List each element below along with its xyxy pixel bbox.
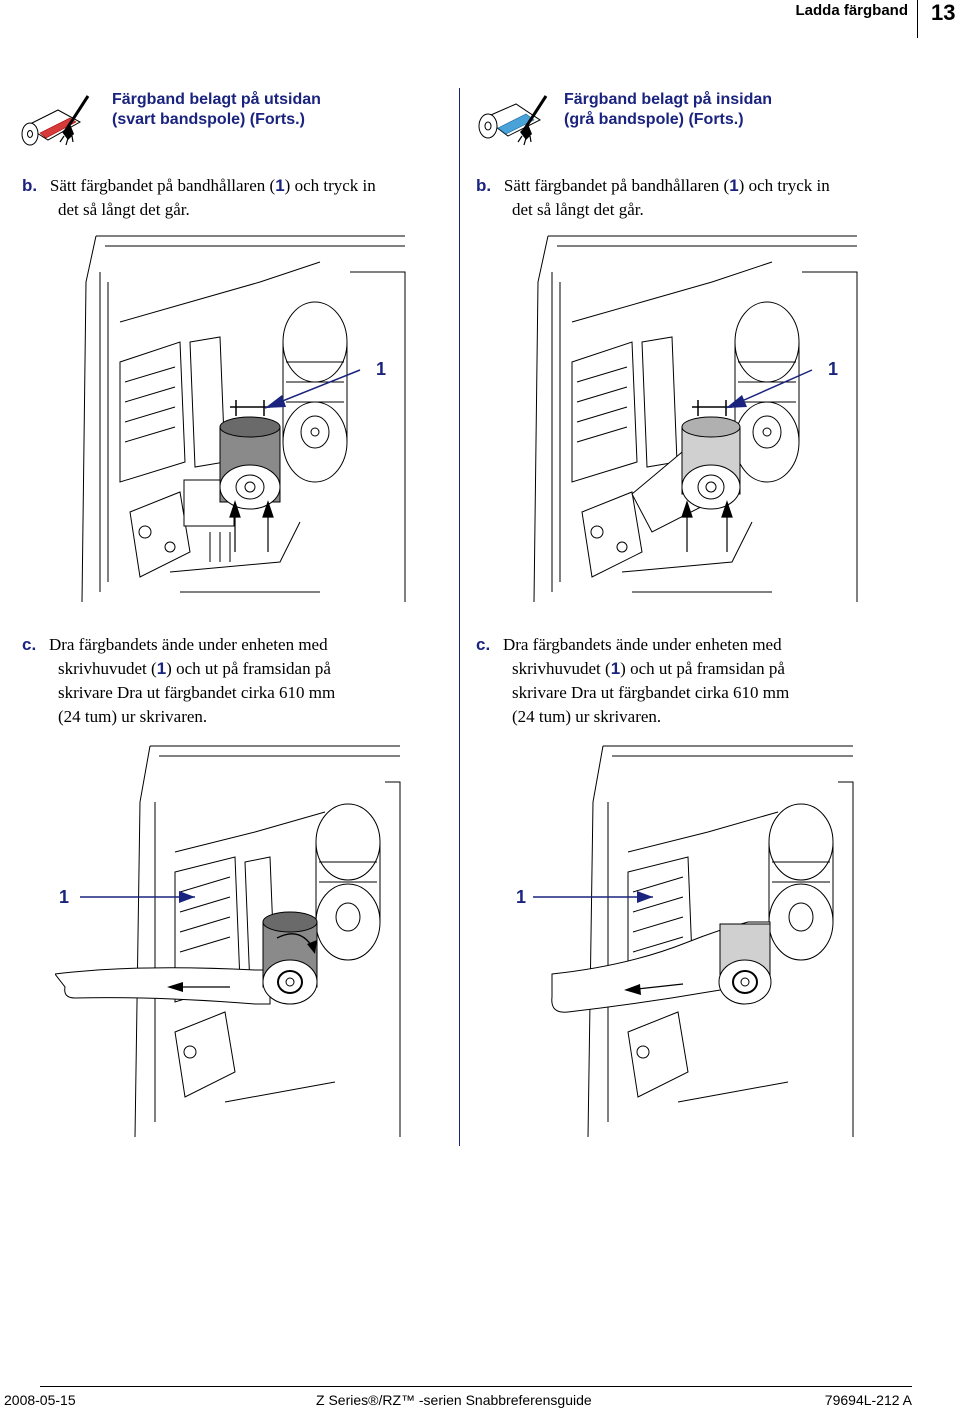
- right-step-c-l2b: ) och ut på framsidan på: [620, 659, 785, 678]
- left-step-c-line4: (24 tum) ur skrivaren.: [58, 707, 208, 726]
- right-step-b: b. Sätt färgbandet på bandhållaren (1) o…: [476, 174, 906, 222]
- left-step-b-text2: ) och tryck in: [284, 176, 376, 195]
- left-step-c-letter: c.: [22, 635, 37, 654]
- page-number: 13: [931, 0, 956, 25]
- footer-date: 2008-05-15: [4, 1392, 76, 1408]
- right-step-c-l2a: skrivhuvudet (: [512, 659, 611, 678]
- right-step-c-ref: 1: [610, 659, 621, 678]
- left-step-b: b. Sätt färgbandet på bandhållaren (1) o…: [22, 174, 452, 222]
- right-step-b-line2: det så långt det går.: [512, 200, 644, 219]
- right-step-b-text1: Sätt färgbandet på bandhållaren (: [503, 176, 730, 195]
- left-step-c: c. Dra färgbandets ände under enheten me…: [22, 633, 452, 729]
- left-heading-line2: (svart bandspole) (Forts.): [112, 111, 305, 128]
- footer-doc-number: 79694L-212 A: [824, 1392, 912, 1408]
- column-divider: [459, 88, 460, 1146]
- left-step-c-line1: Dra färgbandets ände under enheten med: [48, 635, 328, 654]
- right-step-b-text2: ) och tryck in: [738, 176, 830, 195]
- right-heading: Färgband belagt på insidan (grå bandspol…: [564, 90, 772, 130]
- left-heading: Färgband belagt på utsidan (svart bandsp…: [112, 90, 321, 130]
- ribbon-outside-icon: [18, 92, 98, 159]
- ribbon-inside-icon: [474, 92, 554, 159]
- footer-rule: [40, 1386, 912, 1387]
- right-step-c-letter: c.: [476, 635, 491, 654]
- running-header-title: Ladda färgband: [795, 2, 908, 19]
- right-step-c-line3: skrivare Dra ut färgbandet cirka 610 mm: [512, 683, 790, 702]
- right-step-b-letter: b.: [476, 176, 492, 195]
- left-step-c-l2a: skrivhuvudet (: [58, 659, 157, 678]
- left-step-c-l2b: ) och ut på framsidan på: [166, 659, 331, 678]
- left-callout-c: 1: [59, 887, 69, 907]
- left-step-b-line2: det så långt det går.: [58, 200, 190, 219]
- left-step-b-text1: Sätt färgbandet på bandhållaren (: [49, 176, 276, 195]
- footer-title: Z Series®/RZ™ -serien Snabbreferensguide: [316, 1392, 592, 1408]
- left-step-b-letter: b.: [22, 176, 38, 195]
- left-figure-b: 1: [60, 232, 410, 615]
- left-step-c-line3: skrivare Dra ut färgbandet cirka 610 mm: [58, 683, 336, 702]
- left-step-b-ref: 1: [275, 176, 285, 195]
- right-figure-b: 1: [512, 232, 862, 615]
- right-step-c-line4: (24 tum) ur skrivaren.: [512, 707, 662, 726]
- right-step-c: c. Dra färgbandets ände under enheten me…: [476, 633, 906, 729]
- left-callout-b: 1: [376, 359, 386, 379]
- left-figure-c: 1: [54, 742, 405, 1147]
- right-step-b-ref: 1: [729, 176, 739, 195]
- header-divider: [917, 0, 918, 38]
- right-heading-line2: (grå bandspole) (Forts.): [564, 111, 744, 128]
- left-heading-line1: Färgband belagt på utsidan: [112, 91, 321, 108]
- left-step-c-ref: 1: [156, 659, 167, 678]
- right-callout-c: 1: [516, 887, 526, 907]
- right-heading-line1: Färgband belagt på insidan: [564, 91, 773, 108]
- right-callout-b: 1: [828, 359, 838, 379]
- right-step-c-line1: Dra färgbandets ände under enheten med: [502, 635, 782, 654]
- right-figure-c: 1: [508, 742, 858, 1147]
